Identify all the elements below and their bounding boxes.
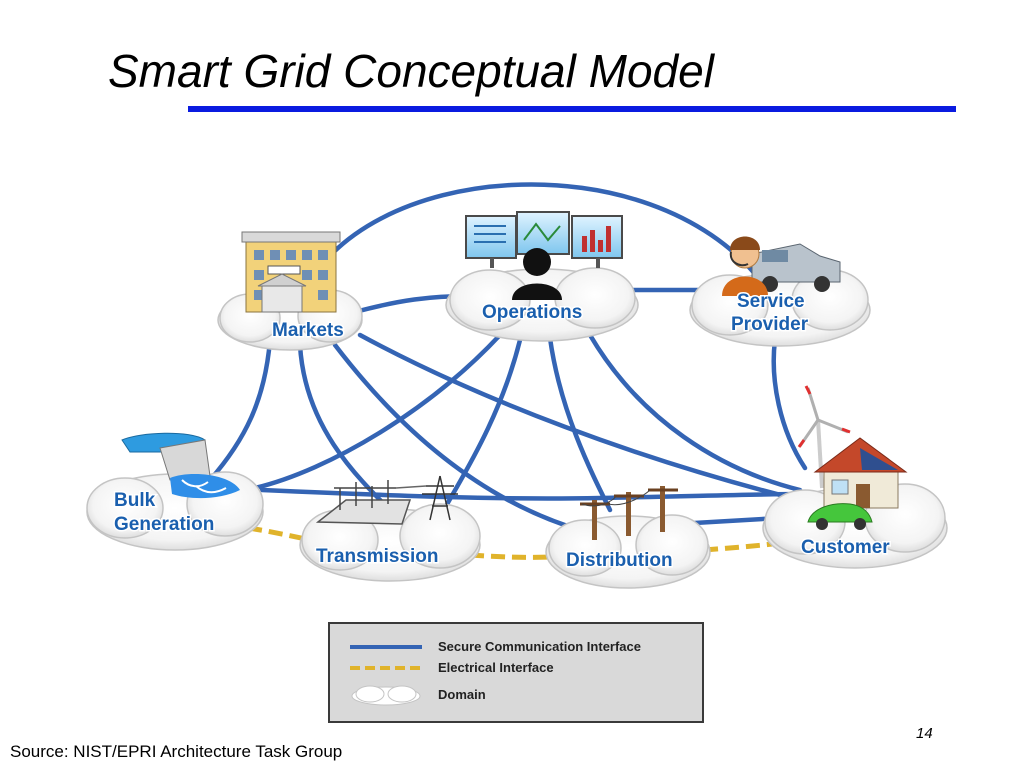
service-agent-truck-icon — [722, 236, 841, 296]
domain-label-bulk-generation-line1: Bulk — [114, 490, 156, 511]
domain-label-markets: Markets — [272, 320, 344, 341]
substation-tower-icon — [315, 475, 458, 525]
operator-monitors-icon — [465, 211, 623, 300]
domain-label-customer: Customer — [801, 537, 890, 558]
legend: Secure Communication Interface Electrica… — [328, 622, 704, 723]
domain-label-bulk-generation-line2: Generation — [114, 514, 214, 535]
legend-row-communication: Secure Communication Interface — [330, 636, 702, 658]
legend-label-electrical: Electrical Interface — [438, 660, 554, 675]
house-turbine-car-icon — [797, 385, 908, 530]
legend-swatch-communication — [350, 645, 422, 649]
page-number: 14 — [916, 725, 933, 742]
legend-row-domain: Domain — [330, 684, 702, 706]
legend-swatch-electrical — [350, 666, 422, 670]
domain-label-operations: Operations — [482, 302, 582, 323]
domain-label-transmission: Transmission — [316, 546, 439, 567]
domain-label-service-provider-line2: Provider — [731, 314, 809, 335]
distribution-cloud — [545, 514, 711, 589]
domain-label-distribution: Distribution — [566, 550, 673, 571]
hydro-dam-icon — [121, 432, 240, 499]
legend-label-communication: Secure Communication Interface — [438, 639, 641, 654]
transmission-cloud — [299, 503, 481, 582]
legend-swatch-domain — [351, 685, 421, 706]
legend-label-domain: Domain — [438, 687, 486, 702]
source-note: Source: NIST/EPRI Architecture Task Grou… — [10, 742, 343, 761]
slide-title: Smart Grid Conceptual Model — [108, 45, 714, 97]
market-building-icon — [241, 231, 341, 313]
domain-label-service-provider-line1: Service — [737, 291, 805, 312]
title-underline — [188, 106, 956, 112]
legend-row-electrical: Electrical Interface — [330, 657, 702, 679]
utility-poles-icon — [580, 486, 678, 540]
